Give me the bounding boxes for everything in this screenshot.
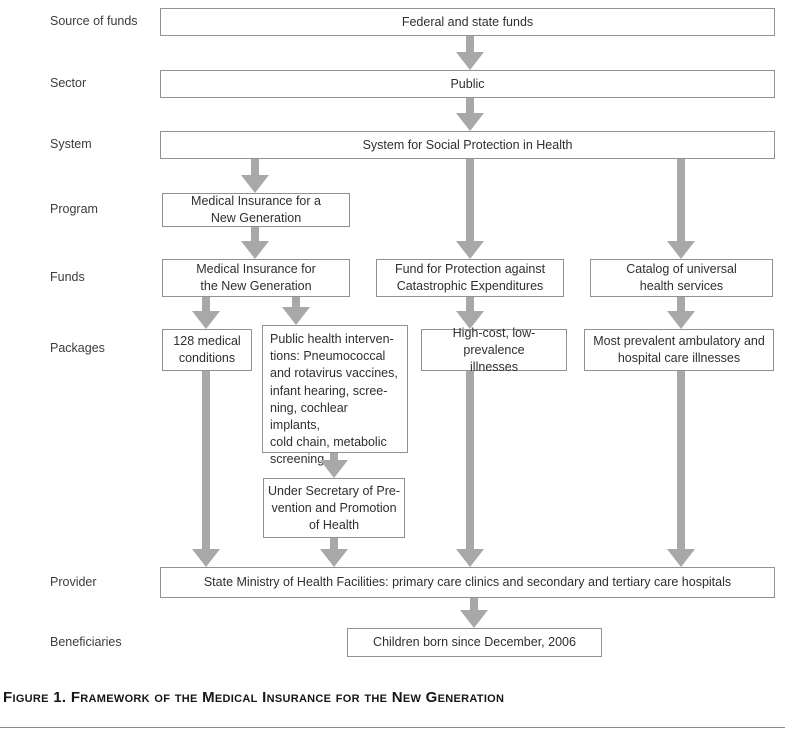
arrow-stem xyxy=(677,371,685,549)
box-public-sector: Public xyxy=(160,70,775,98)
arrow-system-to-catastrophic-fund xyxy=(456,159,484,259)
arrow-head-icon xyxy=(320,460,348,478)
arrow-high-cost-to-provider xyxy=(456,371,484,567)
arrow-stem xyxy=(470,598,478,610)
arrow-128-conditions-to-provider xyxy=(192,371,220,567)
arrow-head-icon xyxy=(241,175,269,193)
arrow-stem xyxy=(466,297,474,311)
arrow-fund-to-public-health xyxy=(282,297,310,325)
arrow-head-icon xyxy=(320,549,348,567)
box-catalog-universal-services: Catalog of universal health services xyxy=(590,259,773,297)
arrow-head-icon xyxy=(192,549,220,567)
arrow-stem xyxy=(677,297,685,311)
arrow-system-to-catalog xyxy=(667,159,695,259)
row-label-provider: Provider xyxy=(50,575,97,589)
box-fund-medical-insurance: Medical Insurance for the New Generation xyxy=(162,259,350,297)
arrow-stem xyxy=(330,453,338,460)
row-label-beneficiaries: Beneficiaries xyxy=(50,635,122,649)
arrow-provider-to-beneficiaries xyxy=(460,598,488,628)
row-label-system: System xyxy=(50,137,92,151)
row-label-program: Program xyxy=(50,202,98,216)
arrow-head-icon xyxy=(456,311,484,329)
arrow-stem xyxy=(251,227,259,241)
arrow-stem xyxy=(202,297,210,311)
box-provider-facilities: State Ministry of Health Facilities: pri… xyxy=(160,567,775,598)
arrow-head-icon xyxy=(456,52,484,70)
arrow-stem xyxy=(330,538,338,549)
arrow-stem xyxy=(251,159,259,175)
box-package-128-conditions: 128 medical conditions xyxy=(162,329,252,371)
arrow-stem xyxy=(292,297,300,307)
row-label-packages: Packages xyxy=(50,341,105,355)
arrow-stem xyxy=(466,98,474,113)
box-package-public-health: Public health interven- tions: Pneumococ… xyxy=(262,325,408,466)
box-beneficiaries-children: Children born since December, 2006 xyxy=(347,628,602,657)
arrow-stem xyxy=(466,371,474,549)
box-package-most-prevalent: Most prevalent ambulatory and hospital c… xyxy=(584,329,774,371)
arrow-under-secretary-to-provider xyxy=(320,538,348,567)
arrow-funds-to-sector xyxy=(456,36,484,70)
arrow-head-icon xyxy=(456,113,484,131)
arrow-head-icon xyxy=(667,241,695,259)
arrow-head-icon xyxy=(456,241,484,259)
arrow-sector-to-system xyxy=(456,98,484,131)
arrow-program-to-fund xyxy=(241,227,269,259)
arrow-system-to-program xyxy=(241,159,269,193)
box-fund-catastrophic: Fund for Protection against Catastrophic… xyxy=(376,259,564,297)
arrow-stem xyxy=(677,159,685,241)
arrow-fund-to-128-conditions xyxy=(192,297,220,329)
arrow-stem xyxy=(466,36,474,52)
arrow-catalog-to-most-prevalent xyxy=(667,297,695,329)
arrow-stem xyxy=(466,159,474,241)
row-label-funds: Funds xyxy=(50,270,85,284)
arrow-head-icon xyxy=(192,311,220,329)
arrow-head-icon xyxy=(667,549,695,567)
arrow-head-icon xyxy=(241,241,269,259)
arrow-head-icon xyxy=(667,311,695,329)
row-label-source-of-funds: Source of funds xyxy=(50,14,138,28)
bottom-divider xyxy=(0,727,785,728)
box-package-high-cost: High-cost, low-prevalence illnesses xyxy=(421,326,567,374)
figure-caption: Figure 1. Framework of the Medical Insur… xyxy=(3,689,505,706)
box-program-medical-insurance: Medical Insurance for a New Generation xyxy=(162,193,350,227)
arrow-head-icon xyxy=(460,610,488,628)
arrow-stem xyxy=(202,371,210,549)
box-federal-and-state-funds: Federal and state funds xyxy=(160,8,775,36)
arrow-head-icon xyxy=(282,307,310,325)
box-under-secretary: Under Secretary of Pre- vention and Prom… xyxy=(263,478,405,538)
box-system-social-protection: System for Social Protection in Health xyxy=(160,131,775,159)
arrow-most-prevalent-to-provider xyxy=(667,371,695,567)
arrow-public-health-to-under-secretary xyxy=(320,453,348,478)
arrow-head-icon xyxy=(456,549,484,567)
row-label-sector: Sector xyxy=(50,76,87,90)
arrow-catastrophic-to-high-cost xyxy=(456,297,484,329)
